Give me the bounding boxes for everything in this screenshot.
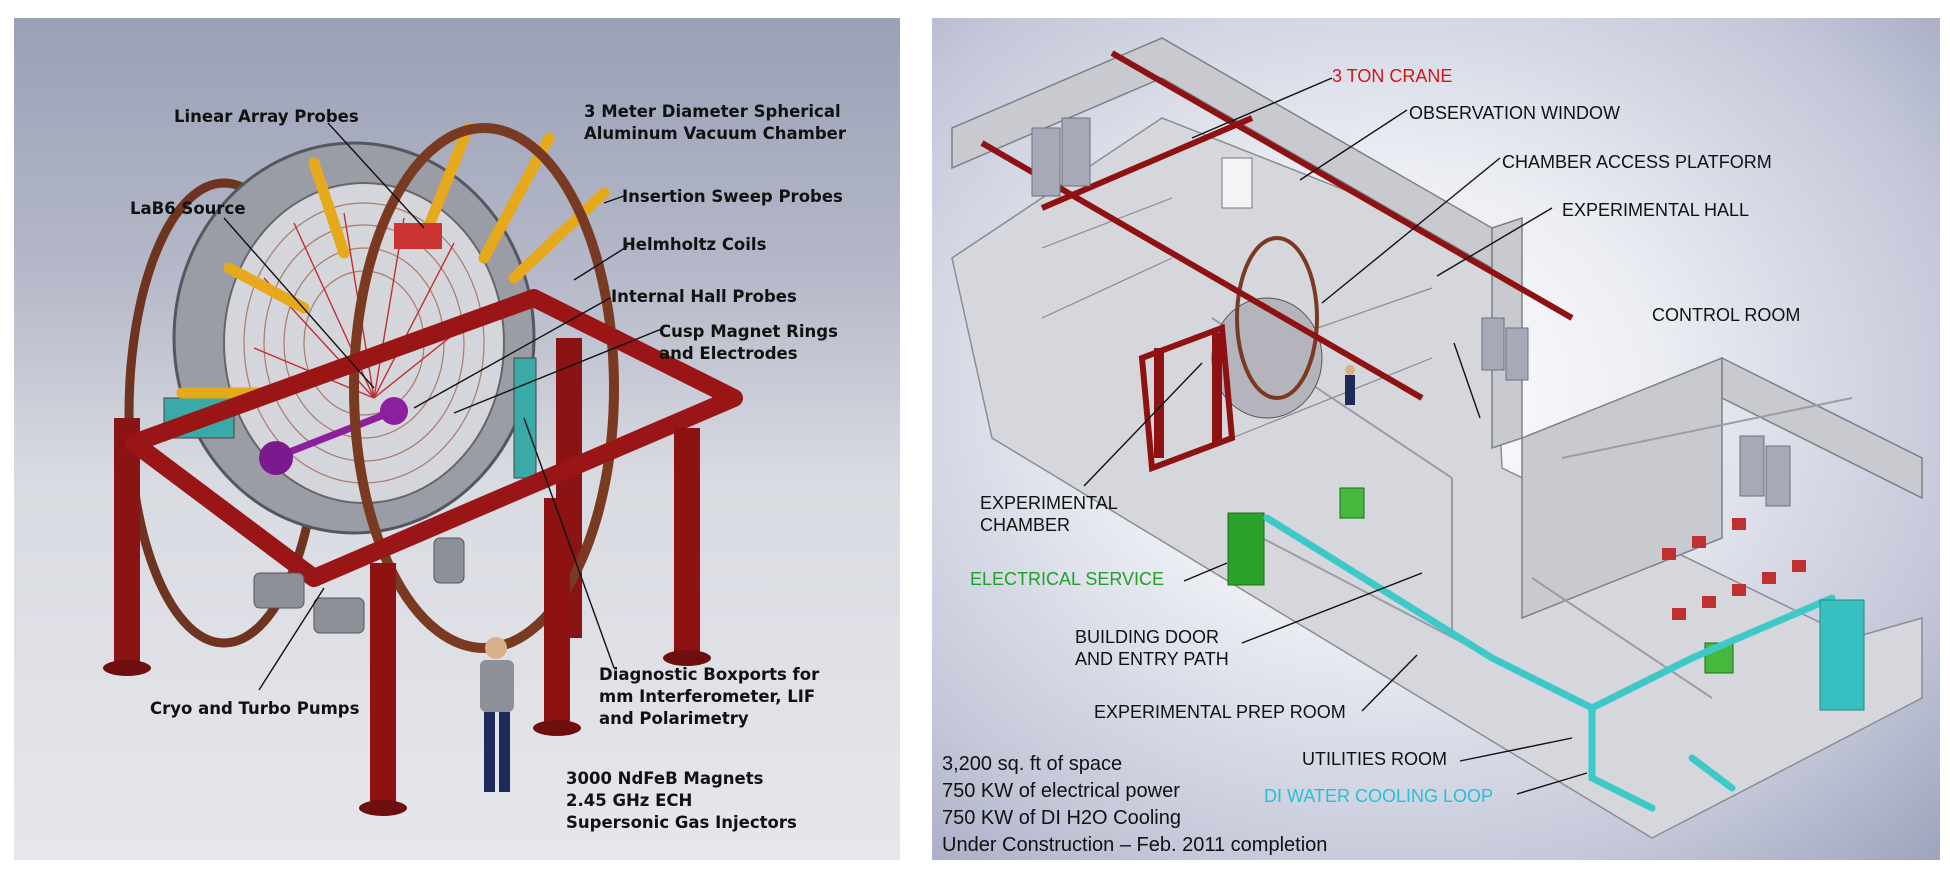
- cooling-unit: [1819, 599, 1865, 711]
- person-scale-figure-building: [1345, 365, 1355, 405]
- equipment-racks: [1031, 117, 1791, 507]
- label-diagnostic-boxports-line2: mm Interferometer, LIF: [599, 687, 816, 706]
- spec-construction-status: Under Construction – Feb. 2011 completio…: [942, 834, 1328, 856]
- label-experimental-prep-room: EXPERIMENTAL PREP ROOM: [1094, 702, 1346, 722]
- spec-cooling: 750 KW of DI H2O Cooling: [942, 807, 1181, 829]
- right-panel-building-layout: 3 TON CRANE OBSERVATION WINDOW CHAMBER A…: [932, 18, 1940, 860]
- frame-leg-right: [674, 428, 700, 658]
- label-spec-ech: 2.45 GHz ECH: [566, 791, 693, 810]
- label-internal-hall-probes: Internal Hall Probes: [611, 287, 797, 306]
- frame-leg-back-left: [114, 418, 140, 668]
- cryo-turbo-pumps: [253, 537, 465, 634]
- control-room-workstations: [1662, 518, 1806, 620]
- label-observation-window: OBSERVATION WINDOW: [1409, 103, 1621, 123]
- label-building-door-line2: AND ENTRY PATH: [1075, 649, 1229, 669]
- label-control-room: CONTROL ROOM: [1652, 305, 1801, 325]
- label-diagnostic-boxports-line3: and Polarimetry: [599, 709, 749, 728]
- observation-window: [1221, 157, 1253, 209]
- label-vacuum-chamber-line2: Aluminum Vacuum Chamber: [584, 124, 846, 143]
- label-experimental-chamber-line2: CHAMBER: [980, 515, 1071, 535]
- di-water-cooling-loop: [1263, 514, 1836, 812]
- label-vacuum-chamber-line1: 3 Meter Diameter Spherical: [584, 102, 841, 121]
- label-lab6-source: LaB6 Source: [130, 199, 246, 218]
- label-spec-gas-injectors: Supersonic Gas Injectors: [566, 813, 797, 832]
- label-linear-array-probes: Linear Array Probes: [174, 107, 359, 126]
- person-scale-figure: [480, 637, 514, 792]
- label-electrical-service: ELECTRICAL SERVICE: [970, 569, 1165, 589]
- left-panel-device-render: Linear Array Probes 3 Meter Diameter Sph…: [14, 18, 900, 860]
- label-diagnostic-boxports-line1: Diagnostic Boxports for: [599, 665, 820, 684]
- label-cusp-magnet-rings-line1: Cusp Magnet Rings: [659, 322, 838, 341]
- building-floor: [951, 117, 1923, 839]
- linear-array-probe-block: [394, 223, 442, 249]
- building-illustration: [951, 37, 1923, 839]
- label-3-ton-crane: 3 TON CRANE: [1332, 66, 1453, 86]
- diagnostic-boxport-right: [513, 357, 537, 479]
- source-flange: [259, 441, 293, 475]
- frame-leg-front-right: [544, 498, 570, 728]
- green-equipment-box: [1339, 487, 1365, 519]
- experimental-chamber-miniature: [1138, 236, 1323, 473]
- frame-leg-front-left: [370, 563, 396, 808]
- label-cusp-magnet-rings-line2: and Electrodes: [659, 344, 798, 363]
- label-building-door-line1: BUILDING DOOR: [1075, 627, 1220, 647]
- label-insertion-sweep-probes: Insertion Sweep Probes: [622, 187, 843, 206]
- leader-lines-left: [223, 122, 665, 691]
- spec-space: 3,200 sq. ft of space: [942, 753, 1123, 775]
- label-chamber-access-platform: CHAMBER ACCESS PLATFORM: [1502, 152, 1772, 172]
- label-cryo-turbo-pumps: Cryo and Turbo Pumps: [150, 699, 360, 718]
- spec-electrical-power: 750 KW of electrical power: [942, 780, 1180, 802]
- label-experimental-hall: EXPERIMENTAL HALL: [1562, 200, 1750, 220]
- lab6-source-arm: [272, 409, 391, 462]
- device-illustration: [103, 122, 743, 816]
- label-helmholtz-coils: Helmholtz Coils: [622, 235, 767, 254]
- lab6-source: [380, 397, 408, 425]
- leader-lines-right: [1083, 77, 1588, 795]
- label-spec-magnets: 3000 NdFeB Magnets: [566, 769, 764, 788]
- support-frame-top: [125, 289, 743, 587]
- label-utilities-room: UTILITIES ROOM: [1302, 749, 1448, 769]
- label-di-water-cooling-loop: DI WATER COOLING LOOP: [1264, 786, 1494, 806]
- helmholtz-coil-front: [349, 123, 619, 653]
- label-experimental-chamber-line1: EXPERIMENTAL: [980, 493, 1118, 513]
- electrical-service-cabinet: [1227, 512, 1265, 586]
